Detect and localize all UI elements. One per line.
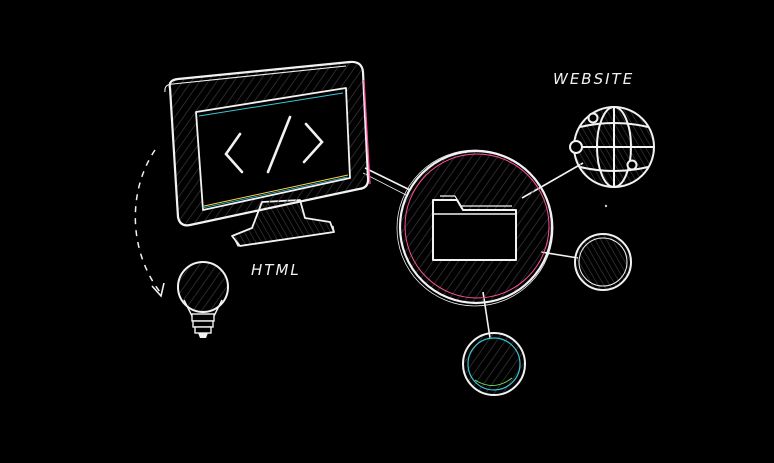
folder-node [396, 149, 554, 307]
lightbulb-icon [177, 261, 229, 338]
connector-monitor-folder [364, 167, 411, 191]
globe-caption: WEBSITE [553, 70, 634, 88]
dashed-arrow [134, 149, 165, 298]
bottom-node [462, 332, 526, 396]
globe-icon [569, 106, 655, 188]
monitor-icon: </> [164, 60, 371, 247]
code-glyph [224, 115, 324, 174]
right-node [574, 233, 632, 291]
connector-monitor-folder-2 [362, 172, 409, 197]
stray-dot [604, 204, 608, 208]
monitor-caption: HTML [251, 261, 301, 279]
folder-icon [432, 195, 517, 261]
